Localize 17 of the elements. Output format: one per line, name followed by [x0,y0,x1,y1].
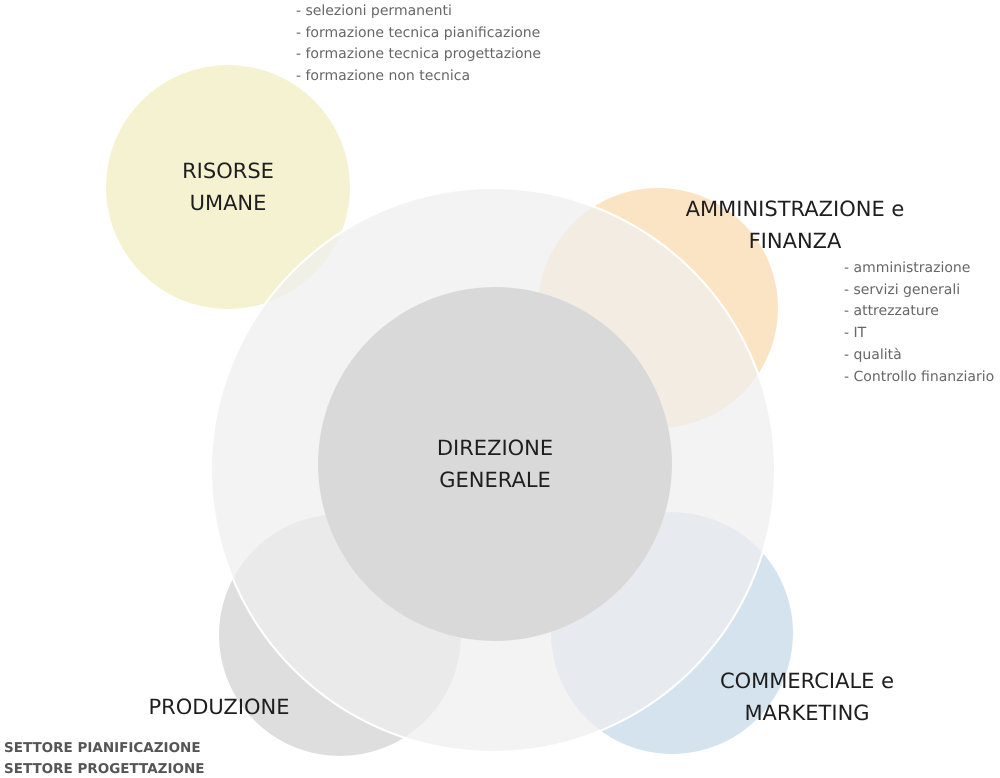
list-item-text: - IT [844,324,866,344]
list-item-text: - Controllo finanziario [844,368,994,386]
department-title: AMMINISTRAZIONE e FINANZA [684,196,906,255]
department-title: DIREZIONE GENERALE [436,435,554,494]
list-item-text: - formazione tecnica pianificazione [296,24,540,43]
sector-text: SETTORE PROGETTAZIONE [4,760,204,778]
list-item-text: - servizi generali [844,280,960,300]
list-item-text: - qualità [844,346,902,365]
list-item-text: - formazione non tecnica [296,67,470,86]
department-title: PRODUZIONE [148,694,290,721]
list-item-text: - amministrazione [844,259,970,278]
department-title: RISORSE UMANE [181,158,275,217]
list-item-text: - formazione tecnica progettazione [296,45,541,64]
list-item-text: - attrezzature [844,302,939,322]
sector-text: SETTORE PIANIFICAZIONE [4,739,201,758]
department-title: COMMERCIALE e MARKETING [718,668,896,727]
list-item-text: - selezioni permanenti [296,2,452,21]
